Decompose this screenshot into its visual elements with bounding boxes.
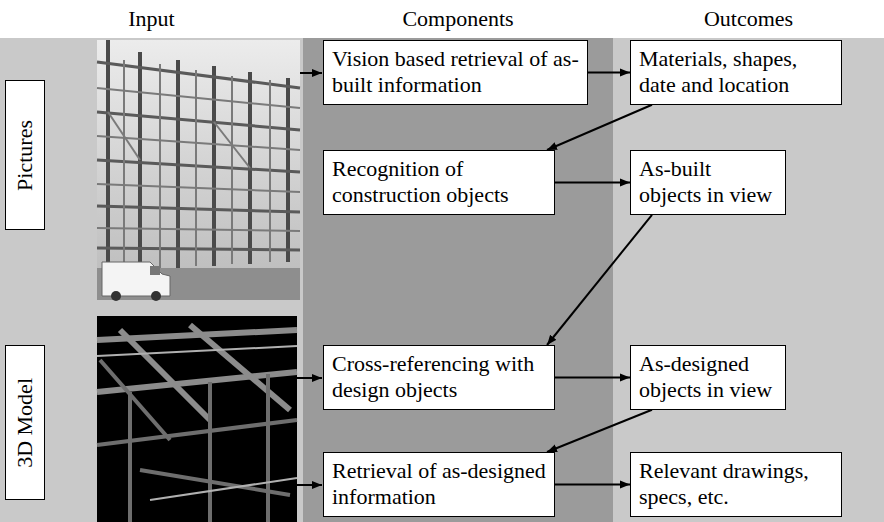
box-label: 3D Model [14, 378, 36, 468]
input-arrow [300, 72, 322, 74]
process-box: Materials, shapes, date and location [630, 40, 842, 105]
process-box: Retrieval of as-designed information [323, 452, 555, 517]
column-heading: Components [303, 0, 613, 38]
box-label: As-designed objects in view [639, 351, 777, 404]
input-label-box: Pictures [5, 80, 45, 230]
input-label-box: 3D Model [5, 345, 45, 500]
column-band: InputPictures 3D Model [0, 0, 303, 522]
input-arrows [297, 73, 322, 485]
box-label: Retrieval of as-designed information [332, 458, 546, 511]
column-heading: Input [0, 0, 303, 38]
input-arrow [297, 484, 322, 486]
box-label: Recognition of construction objects [332, 156, 546, 209]
box-label: As-built objects in view [639, 156, 777, 209]
box-label: Cross-referencing with design objects [332, 351, 546, 404]
flow-arrow [547, 105, 652, 150]
process-box: As-designed objects in view [630, 345, 786, 410]
process-box: Cross-referencing with design objects [323, 345, 555, 410]
process-box: As-built objects in view [630, 150, 786, 215]
process-box: Vision based retrieval of as-built infor… [323, 40, 588, 105]
model-render [97, 316, 297, 522]
flow-arrow [555, 376, 630, 378]
column-band: OutcomesMaterials, shapes, date and loca… [613, 0, 884, 522]
column-band: ComponentsVision based retrieval of as-b… [303, 0, 613, 522]
site-photo [97, 40, 300, 301]
box-label: Materials, shapes, date and location [639, 46, 833, 99]
flow-arrow [547, 215, 652, 345]
process-box: Recognition of construction objects [323, 150, 555, 215]
flow-arrow [555, 181, 630, 183]
box-label: Relevant drawings, specs, etc. [639, 458, 833, 511]
process-box: Relevant drawings, specs, etc. [630, 452, 842, 517]
column-heading: Outcomes [613, 0, 884, 38]
van [102, 262, 170, 301]
box-label: Vision based retrieval of as-built infor… [332, 46, 579, 99]
flow-arrow [588, 71, 630, 73]
input-arrow [297, 377, 322, 379]
flow-arrow [547, 410, 652, 452]
flow-arrow [555, 483, 630, 485]
box-label: Pictures [14, 120, 36, 191]
